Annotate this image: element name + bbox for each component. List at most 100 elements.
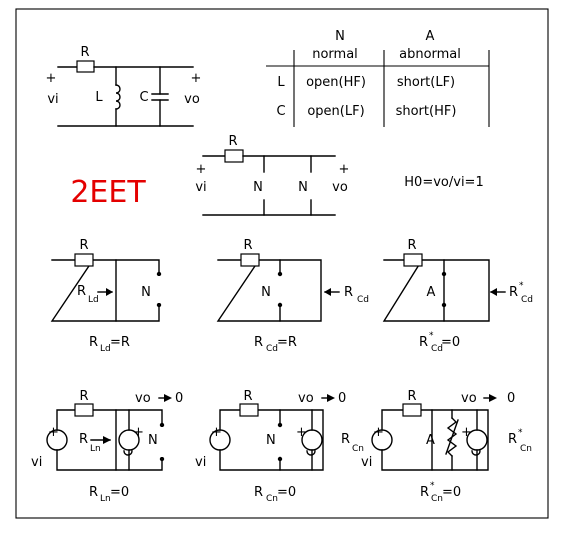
svg-text:=R: =R — [277, 335, 297, 350]
row-header-c: C — [276, 104, 285, 119]
svg-text:=0: =0 — [442, 485, 461, 500]
svg-text:A: A — [426, 433, 435, 448]
svg-text:R: R — [508, 432, 517, 447]
svg-text:R: R — [407, 389, 416, 404]
svg-text:R: R — [243, 238, 252, 253]
col-header-n: N — [335, 29, 345, 44]
svg-text:+: + — [133, 425, 144, 440]
lc-c-label: C — [139, 90, 148, 105]
lc-vi-plus: + — [46, 71, 57, 86]
network-vi-plus: + — [196, 162, 207, 177]
svg-text:vi: vi — [31, 455, 42, 470]
svg-text:=0: =0 — [277, 485, 296, 500]
cell-c-normal: open(LF) — [307, 104, 364, 119]
svg-text:Cd: Cd — [431, 344, 443, 354]
svg-text:vo: vo — [298, 391, 314, 406]
lc-vo-plus: + — [191, 71, 202, 86]
svg-text:vi: vi — [195, 455, 206, 470]
network-r-label: R — [228, 134, 237, 149]
lc-vo-label: vo — [184, 92, 200, 107]
rcn-star-circuit: R + vi vo 0 A + R * Cn R * Cn =0 — [361, 389, 532, 504]
svg-text:0: 0 — [507, 391, 515, 406]
svg-text:Cn: Cn — [520, 444, 532, 454]
svg-text:N: N — [141, 285, 151, 300]
svg-text:R: R — [89, 485, 98, 500]
svg-text:Ln: Ln — [100, 494, 111, 504]
svg-text:R: R — [341, 432, 350, 447]
svg-text:R: R — [344, 285, 353, 300]
svg-text:=0: =0 — [110, 485, 129, 500]
svg-text:R: R — [79, 432, 88, 447]
svg-text:R: R — [407, 238, 416, 253]
svg-text:vo: vo — [135, 391, 151, 406]
row-header-l: L — [277, 75, 285, 90]
network-element-n2: N — [298, 180, 308, 195]
network-vo-label: vo — [332, 180, 348, 195]
svg-text:Ln: Ln — [90, 444, 101, 454]
svg-text:Cn: Cn — [266, 494, 278, 504]
svg-text:R: R — [420, 485, 429, 500]
rld-circuit: R R Ld N R Ld =R — [50, 238, 162, 354]
svg-text:R: R — [79, 389, 88, 404]
svg-text:Cd: Cd — [266, 344, 278, 354]
svg-text:0: 0 — [175, 391, 183, 406]
h0-equation: H0=vo/vi=1 — [404, 175, 483, 190]
network-resistor-symbol — [224, 149, 244, 163]
svg-text:R: R — [509, 285, 518, 300]
svg-text:N: N — [261, 285, 271, 300]
network-vi-label: vi — [195, 180, 206, 195]
svg-text:Cn: Cn — [431, 494, 443, 504]
title-2eet: 2EET — [70, 175, 146, 210]
rcd-star-circuit: R A R * Cd R * Cd =0 — [382, 238, 533, 354]
svg-text:+: + — [461, 425, 472, 440]
inductor-l-symbol — [115, 84, 121, 110]
rcd-circuit: R N R Cd R Cd =R — [216, 238, 369, 354]
network-vo-plus: + — [339, 162, 350, 177]
cell-c-abnormal: short(HF) — [396, 104, 457, 119]
svg-text:+: + — [48, 425, 59, 440]
svg-text:*: * — [519, 281, 524, 291]
svg-text:Ld: Ld — [100, 344, 111, 354]
two-element-network: R + vi N N + vo H0=vo/vi=1 — [195, 134, 484, 216]
rcn-circuit: R + vi vo 0 N + R Cn R Cn =0 — [195, 389, 364, 504]
svg-text:Cd: Cd — [357, 295, 369, 305]
network-element-n1: N — [253, 180, 263, 195]
svg-text:Cn: Cn — [352, 444, 364, 454]
svg-text:vo: vo — [461, 391, 477, 406]
cell-l-normal: open(HF) — [306, 75, 366, 90]
svg-text:+: + — [373, 425, 384, 440]
svg-text:R: R — [77, 284, 86, 299]
svg-text:*: * — [430, 481, 435, 491]
lc-vi-label: vi — [47, 92, 58, 107]
col-header-abnormal: abnormal — [399, 47, 461, 62]
svg-text:N: N — [266, 433, 276, 448]
svg-text:+: + — [211, 425, 222, 440]
lc-l-label: L — [95, 90, 103, 105]
svg-text:R: R — [243, 389, 252, 404]
lc-filter-circuit: R + vi L C + vo — [46, 45, 202, 127]
svg-text:Cd: Cd — [521, 295, 533, 305]
lc-r-label: R — [80, 45, 89, 60]
col-header-normal: normal — [312, 47, 358, 62]
resistor-r-symbol — [76, 60, 95, 73]
cell-l-abnormal: short(LF) — [397, 75, 455, 90]
svg-text:+: + — [296, 425, 307, 440]
svg-text:0: 0 — [338, 391, 346, 406]
svg-text:R: R — [419, 335, 428, 350]
col-header-a: A — [426, 29, 435, 44]
svg-text:R: R — [254, 485, 263, 500]
outer-frame — [15, 8, 549, 519]
svg-text:*: * — [429, 331, 434, 341]
svg-text:=R: =R — [110, 335, 130, 350]
svg-text:R: R — [254, 335, 263, 350]
svg-text:vi: vi — [361, 455, 372, 470]
svg-text:=0: =0 — [441, 335, 460, 350]
behavior-table: N normal A abnormal L open(HF) short(LF)… — [266, 29, 490, 127]
svg-text:R: R — [79, 238, 88, 253]
svg-text:N: N — [148, 433, 158, 448]
rln-circuit: R + vi vo 0 R Ln + N R Ln =0 — [31, 389, 183, 504]
svg-text:R: R — [89, 335, 98, 350]
svg-text:A: A — [427, 285, 436, 300]
